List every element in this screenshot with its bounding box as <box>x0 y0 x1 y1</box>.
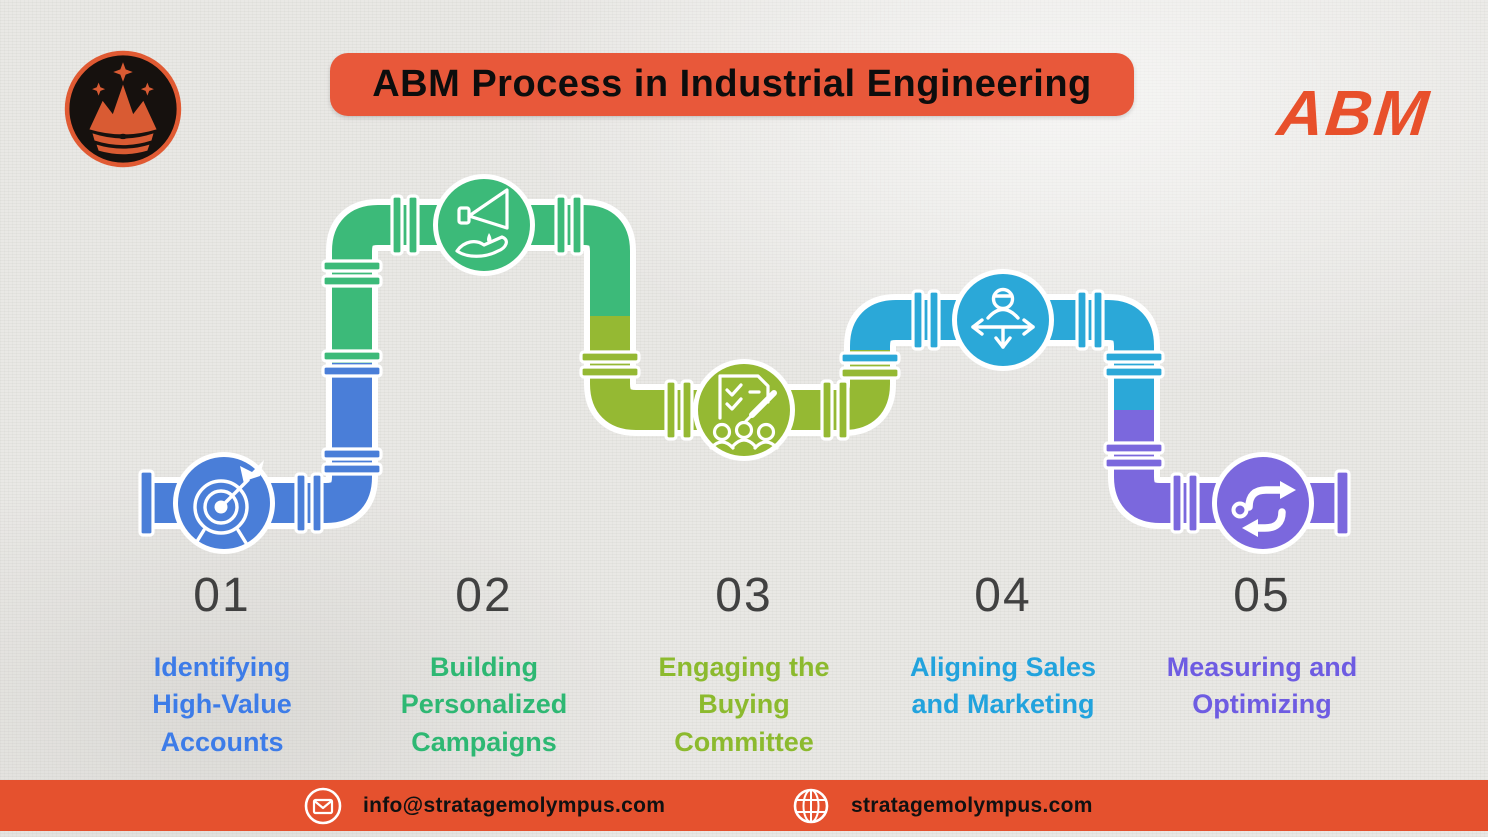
step-1: 01 Identifying High-Value Accounts <box>112 568 332 761</box>
crown-mountain-logo <box>64 50 182 168</box>
globe-icon <box>793 788 829 823</box>
footer-bar: info@stratagemolympus.com stratagemolymp… <box>0 780 1488 831</box>
step-4-label: Aligning Sales and Marketing <box>909 652 1097 720</box>
email-text: info@stratagemolympus.com <box>363 793 666 817</box>
node-step-4 <box>952 269 1054 371</box>
node-step-5 <box>1212 452 1314 554</box>
step-2: 02 Building Personalized Campaigns <box>374 568 594 761</box>
crown-mountain-shape <box>89 62 157 155</box>
step-4-number: 04 <box>974 569 1032 622</box>
step-3: 03 Engaging the Buying Committee <box>634 568 854 761</box>
megaphone-hand-icon <box>455 188 509 258</box>
pipe-blue-segment <box>147 363 372 523</box>
pipe-start-cap <box>138 469 155 537</box>
page-title: ABM Process in Industrial Engineering <box>372 63 1092 105</box>
step-5-label: Measuring and Optimizing <box>1166 652 1358 720</box>
step-5: 05 Measuring and Optimizing <box>1152 568 1372 724</box>
node-step-1 <box>173 452 275 554</box>
step-2-label: Building Personalized Campaigns <box>400 652 568 757</box>
step-1-label: Identifying High-Value Accounts <box>152 652 292 757</box>
pipe-flanges <box>138 194 1351 537</box>
person-alignment-icon <box>971 287 1035 349</box>
step-3-number: 03 <box>715 569 773 622</box>
step-4: 04 Aligning Sales and Marketing <box>893 568 1113 724</box>
node-step-3 <box>693 359 795 461</box>
envelope-icon <box>304 787 342 824</box>
website-contact: stratagemolympus.com <box>791 780 1093 831</box>
pipe-end-cap <box>1334 469 1351 537</box>
checklist-committee-icon <box>709 374 779 450</box>
optimize-arrows-icon <box>1231 481 1296 537</box>
step-2-number: 02 <box>455 569 513 622</box>
website-text: stratagemolympus.com <box>851 793 1093 817</box>
node-step-2 <box>433 174 535 276</box>
title-banner: ABM Process in Industrial Engineering <box>330 53 1134 116</box>
step-5-number: 05 <box>1233 569 1291 622</box>
crown-gem <box>118 133 128 140</box>
step-3-label: Engaging the Buying Committee <box>658 652 830 757</box>
target-arrow-icon <box>193 460 264 545</box>
pipe-purple-segment <box>1114 410 1343 523</box>
email-contact: info@stratagemolympus.com <box>303 780 665 831</box>
step-1-number: 01 <box>193 569 251 622</box>
